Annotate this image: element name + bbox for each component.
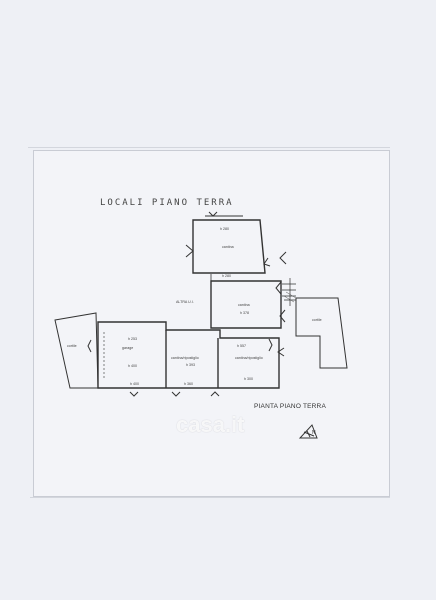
room-label-cantina-mid-height: h 378 bbox=[240, 311, 249, 315]
room-label-cantina-top: cantina bbox=[222, 245, 234, 249]
height-label-280: h 280 bbox=[222, 274, 231, 278]
casa-it-watermark: casa.it bbox=[176, 412, 245, 437]
fold-line-top bbox=[28, 147, 390, 148]
wall-courtyard-left bbox=[54, 312, 99, 389]
bottom-mid-height: h 360 bbox=[184, 382, 193, 386]
room-label-cantina-mid: cantina bbox=[238, 303, 250, 307]
room-label-cantina-dx-lower: h 300 bbox=[244, 377, 253, 381]
room-label-cantina-top-height: h 280 bbox=[220, 227, 229, 231]
wall-cantina-middle bbox=[210, 280, 282, 329]
north-arrow-icon bbox=[298, 424, 318, 439]
room-label-cantina-sx-height: h 393 bbox=[186, 363, 195, 367]
room-label-garage-lower: h 400 bbox=[128, 364, 137, 368]
room-label-cantina-dx-height: h 557 bbox=[237, 344, 246, 348]
bottom-left-height: h 400 bbox=[130, 382, 139, 386]
plan-caption: PIANTA PIANO TERRA bbox=[254, 403, 326, 410]
wall-main-block bbox=[97, 321, 280, 389]
courtyard-right-label: cortile bbox=[312, 318, 322, 322]
wall-courtyard-right bbox=[295, 297, 348, 369]
room-label-cantina-dx: cantina/ripostiglio bbox=[235, 356, 263, 360]
wall-cantina-top bbox=[192, 219, 266, 274]
svg-text:N: N bbox=[312, 430, 316, 436]
room-label-cantina-sx: cantina/ripostiglio bbox=[171, 356, 199, 360]
altra-ui-label: ALTRA U.I. bbox=[176, 300, 194, 304]
handwritten-title: LOCALI PIANO TERRA bbox=[100, 198, 234, 208]
room-label-garage: garage bbox=[122, 346, 134, 350]
fold-line-bottom bbox=[30, 497, 390, 498]
room-label-garage-height: h 253 bbox=[128, 337, 137, 341]
courtyard-left-label: cortile bbox=[67, 344, 77, 348]
